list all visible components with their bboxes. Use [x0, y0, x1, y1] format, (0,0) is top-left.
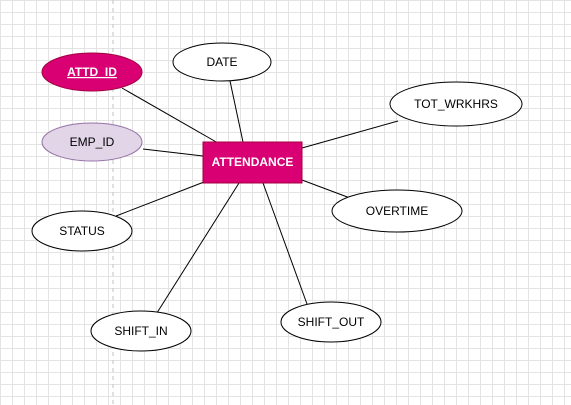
- attribute-shape: [41, 122, 143, 162]
- attribute-shape: [31, 210, 133, 252]
- attribute-shape: [280, 301, 382, 343]
- attribute-shape: [172, 42, 272, 82]
- connector-date: [229, 80, 244, 143]
- attribute-emp-id[interactable]: EMP_ID: [41, 122, 143, 162]
- connector-status: [115, 181, 205, 217]
- connector-shift-in: [154, 182, 240, 317]
- attribute-shape: [389, 81, 523, 127]
- attribute-tot-wrkhrs[interactable]: TOT_WRKHRS: [389, 81, 523, 127]
- connector-attd-id: [121, 87, 219, 144]
- attribute-shift-out[interactable]: SHIFT_OUT: [280, 301, 382, 343]
- attribute-date[interactable]: DATE: [172, 42, 272, 82]
- connector-overtime: [301, 179, 351, 199]
- attribute-label: TOT_WRKHRS: [414, 97, 498, 111]
- entity-shape: [202, 141, 303, 184]
- connectors: [115, 80, 399, 317]
- connector-emp-id: [142, 148, 204, 157]
- attribute-overtime[interactable]: OVERTIME: [331, 189, 463, 233]
- attribute-label: STATUS: [59, 224, 105, 238]
- attribute-shape: [41, 52, 143, 92]
- attribute-label: OVERTIME: [366, 204, 428, 218]
- attribute-label: DATE: [206, 55, 237, 69]
- attribute-status[interactable]: STATUS: [31, 210, 133, 252]
- attribute-attd-id[interactable]: ATTD_ID: [41, 52, 143, 92]
- attribute-label: ATTD_ID: [67, 65, 117, 79]
- entity-attendance[interactable]: ATTENDANCE: [202, 141, 303, 184]
- connector-shift-out: [262, 182, 308, 305]
- connector-tot-wrkhrs: [301, 120, 399, 149]
- attribute-label: EMP_ID: [70, 135, 115, 149]
- attribute-shift-in[interactable]: SHIFT_IN: [90, 310, 192, 352]
- attribute-label: SHIFT_IN: [114, 324, 167, 338]
- attribute-shape: [90, 310, 192, 352]
- attribute-shape: [331, 189, 463, 233]
- attribute-label: SHIFT_OUT: [298, 315, 365, 329]
- entity-label: ATTENDANCE: [212, 155, 294, 169]
